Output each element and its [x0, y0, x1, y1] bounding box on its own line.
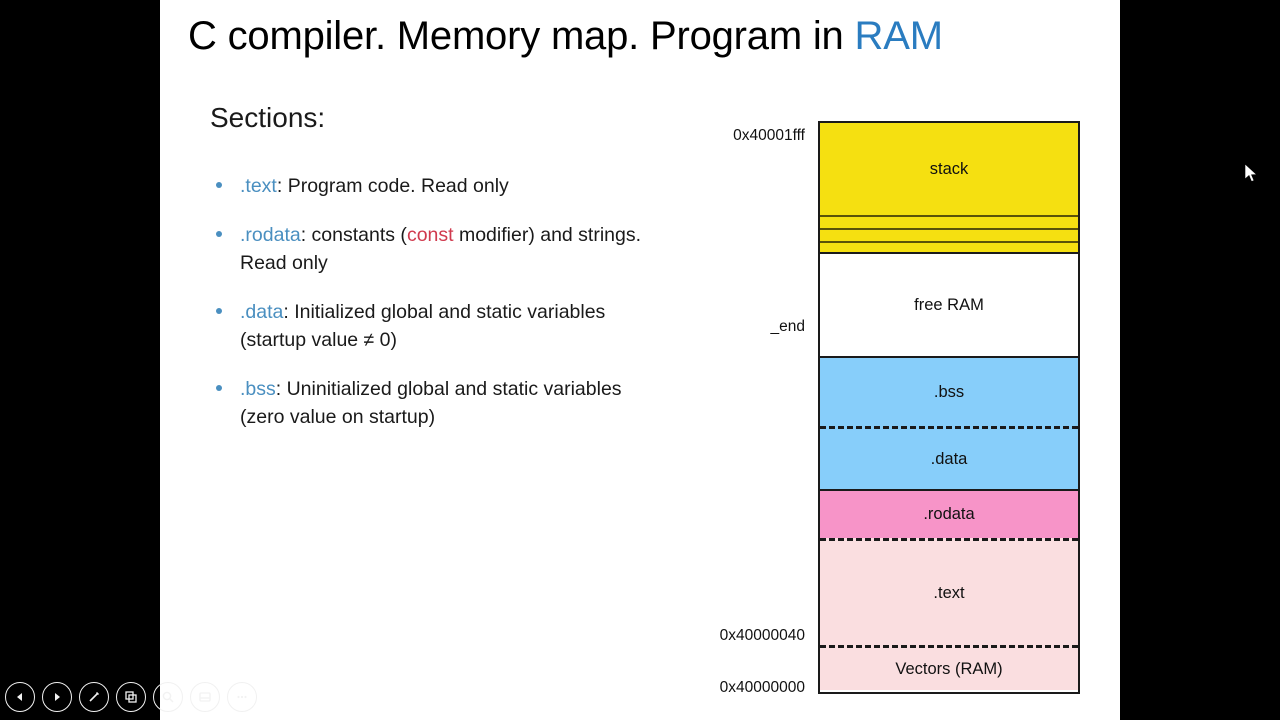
list-item: .text: Program code. Read only	[208, 172, 768, 200]
more-button[interactable]	[227, 682, 257, 712]
list-item: .bss: Uninitialized global and static va…	[208, 375, 768, 431]
memory-block-stack: stack	[820, 123, 1078, 215]
bullet-dot-icon	[216, 308, 222, 314]
section-description-line2: (startup value ≠ 0)	[240, 329, 398, 351]
section-name: .bss	[240, 378, 276, 400]
memory-block-label: Vectors (RAM)	[895, 659, 1003, 678]
section-description: : Initialized global and static variable…	[283, 301, 606, 323]
presentation-button[interactable]	[190, 682, 220, 712]
memory-block-label: .text	[933, 583, 965, 602]
memory-block-stack-stripe-3	[820, 241, 1078, 254]
section-name: .rodata	[240, 224, 301, 246]
memory-block-data: .data	[820, 426, 1078, 491]
address-label-base: 0x40000000	[719, 679, 805, 696]
bullet-dot-icon	[216, 231, 222, 237]
const-keyword: const	[406, 224, 454, 246]
previous-button[interactable]	[5, 682, 35, 712]
section-description-line2: Read only	[240, 252, 328, 274]
bullet-dot-icon	[216, 182, 222, 188]
memory-block-vectors: Vectors (RAM)	[820, 645, 1078, 690]
section-description: : Program code. Read only	[276, 175, 509, 197]
presentation-slide: C compiler. Memory map. Program in RAM S…	[160, 0, 1120, 720]
address-label-vectors-top: 0x40000040	[719, 627, 805, 644]
section-description-before: : constants (	[300, 224, 407, 246]
memory-block-label: .bss	[933, 382, 965, 401]
memory-block-label: stack	[929, 159, 969, 178]
section-name: .text	[240, 175, 277, 197]
zoom-button[interactable]	[153, 682, 183, 712]
slides-icon	[125, 691, 137, 703]
pen-icon	[89, 692, 99, 702]
address-label-top: 0x40001fff	[733, 127, 805, 144]
slide-title: C compiler. Memory map. Program in RAM	[188, 14, 1108, 59]
section-description: : Uninitialized global and static variab…	[275, 378, 622, 400]
section-name: .data	[240, 301, 284, 323]
slide-title-accent: RAM	[854, 14, 943, 58]
memory-block-bss: .bss	[820, 358, 1078, 426]
memory-block-label: free RAM	[914, 295, 984, 314]
address-label-end: _end	[770, 318, 805, 335]
more-icon	[237, 695, 247, 699]
slide-title-main: C compiler. Memory map. Program in	[188, 14, 855, 58]
list-item: .rodata: constants (const modifier) and …	[208, 221, 768, 277]
section-description-line2: (zero value on startup)	[240, 406, 436, 428]
previous-icon	[17, 693, 22, 701]
sections-heading: Sections:	[210, 102, 326, 133]
list-item: .data: Initialized global and static var…	[208, 298, 768, 354]
slides-button[interactable]	[116, 682, 146, 712]
memory-block-label: .data	[930, 449, 968, 468]
memory-map-diagram: stack free RAM .bss .data .rodata	[818, 121, 1080, 694]
memory-block-label: .rodata	[923, 505, 975, 523]
presentation-icon	[199, 692, 211, 702]
pen-button[interactable]	[79, 682, 109, 712]
section-description-after: modifier) and strings.	[453, 224, 642, 246]
memory-block-stack-stripe-1	[820, 215, 1078, 228]
memory-block-text: .text	[820, 538, 1078, 645]
memory-block-free-ram: free RAM	[820, 254, 1078, 358]
memory-block-stack-stripe-2	[820, 228, 1078, 241]
player-toolbar[interactable]	[5, 682, 257, 712]
bullet-dot-icon	[216, 385, 222, 391]
next-icon	[55, 693, 60, 701]
zoom-icon	[162, 691, 174, 703]
next-button[interactable]	[42, 682, 72, 712]
sections-bullet-list: .text: Program code. Read only .rodata: …	[208, 172, 768, 452]
mouse-cursor	[1245, 164, 1258, 182]
memory-block-rodata: .rodata	[820, 491, 1078, 538]
